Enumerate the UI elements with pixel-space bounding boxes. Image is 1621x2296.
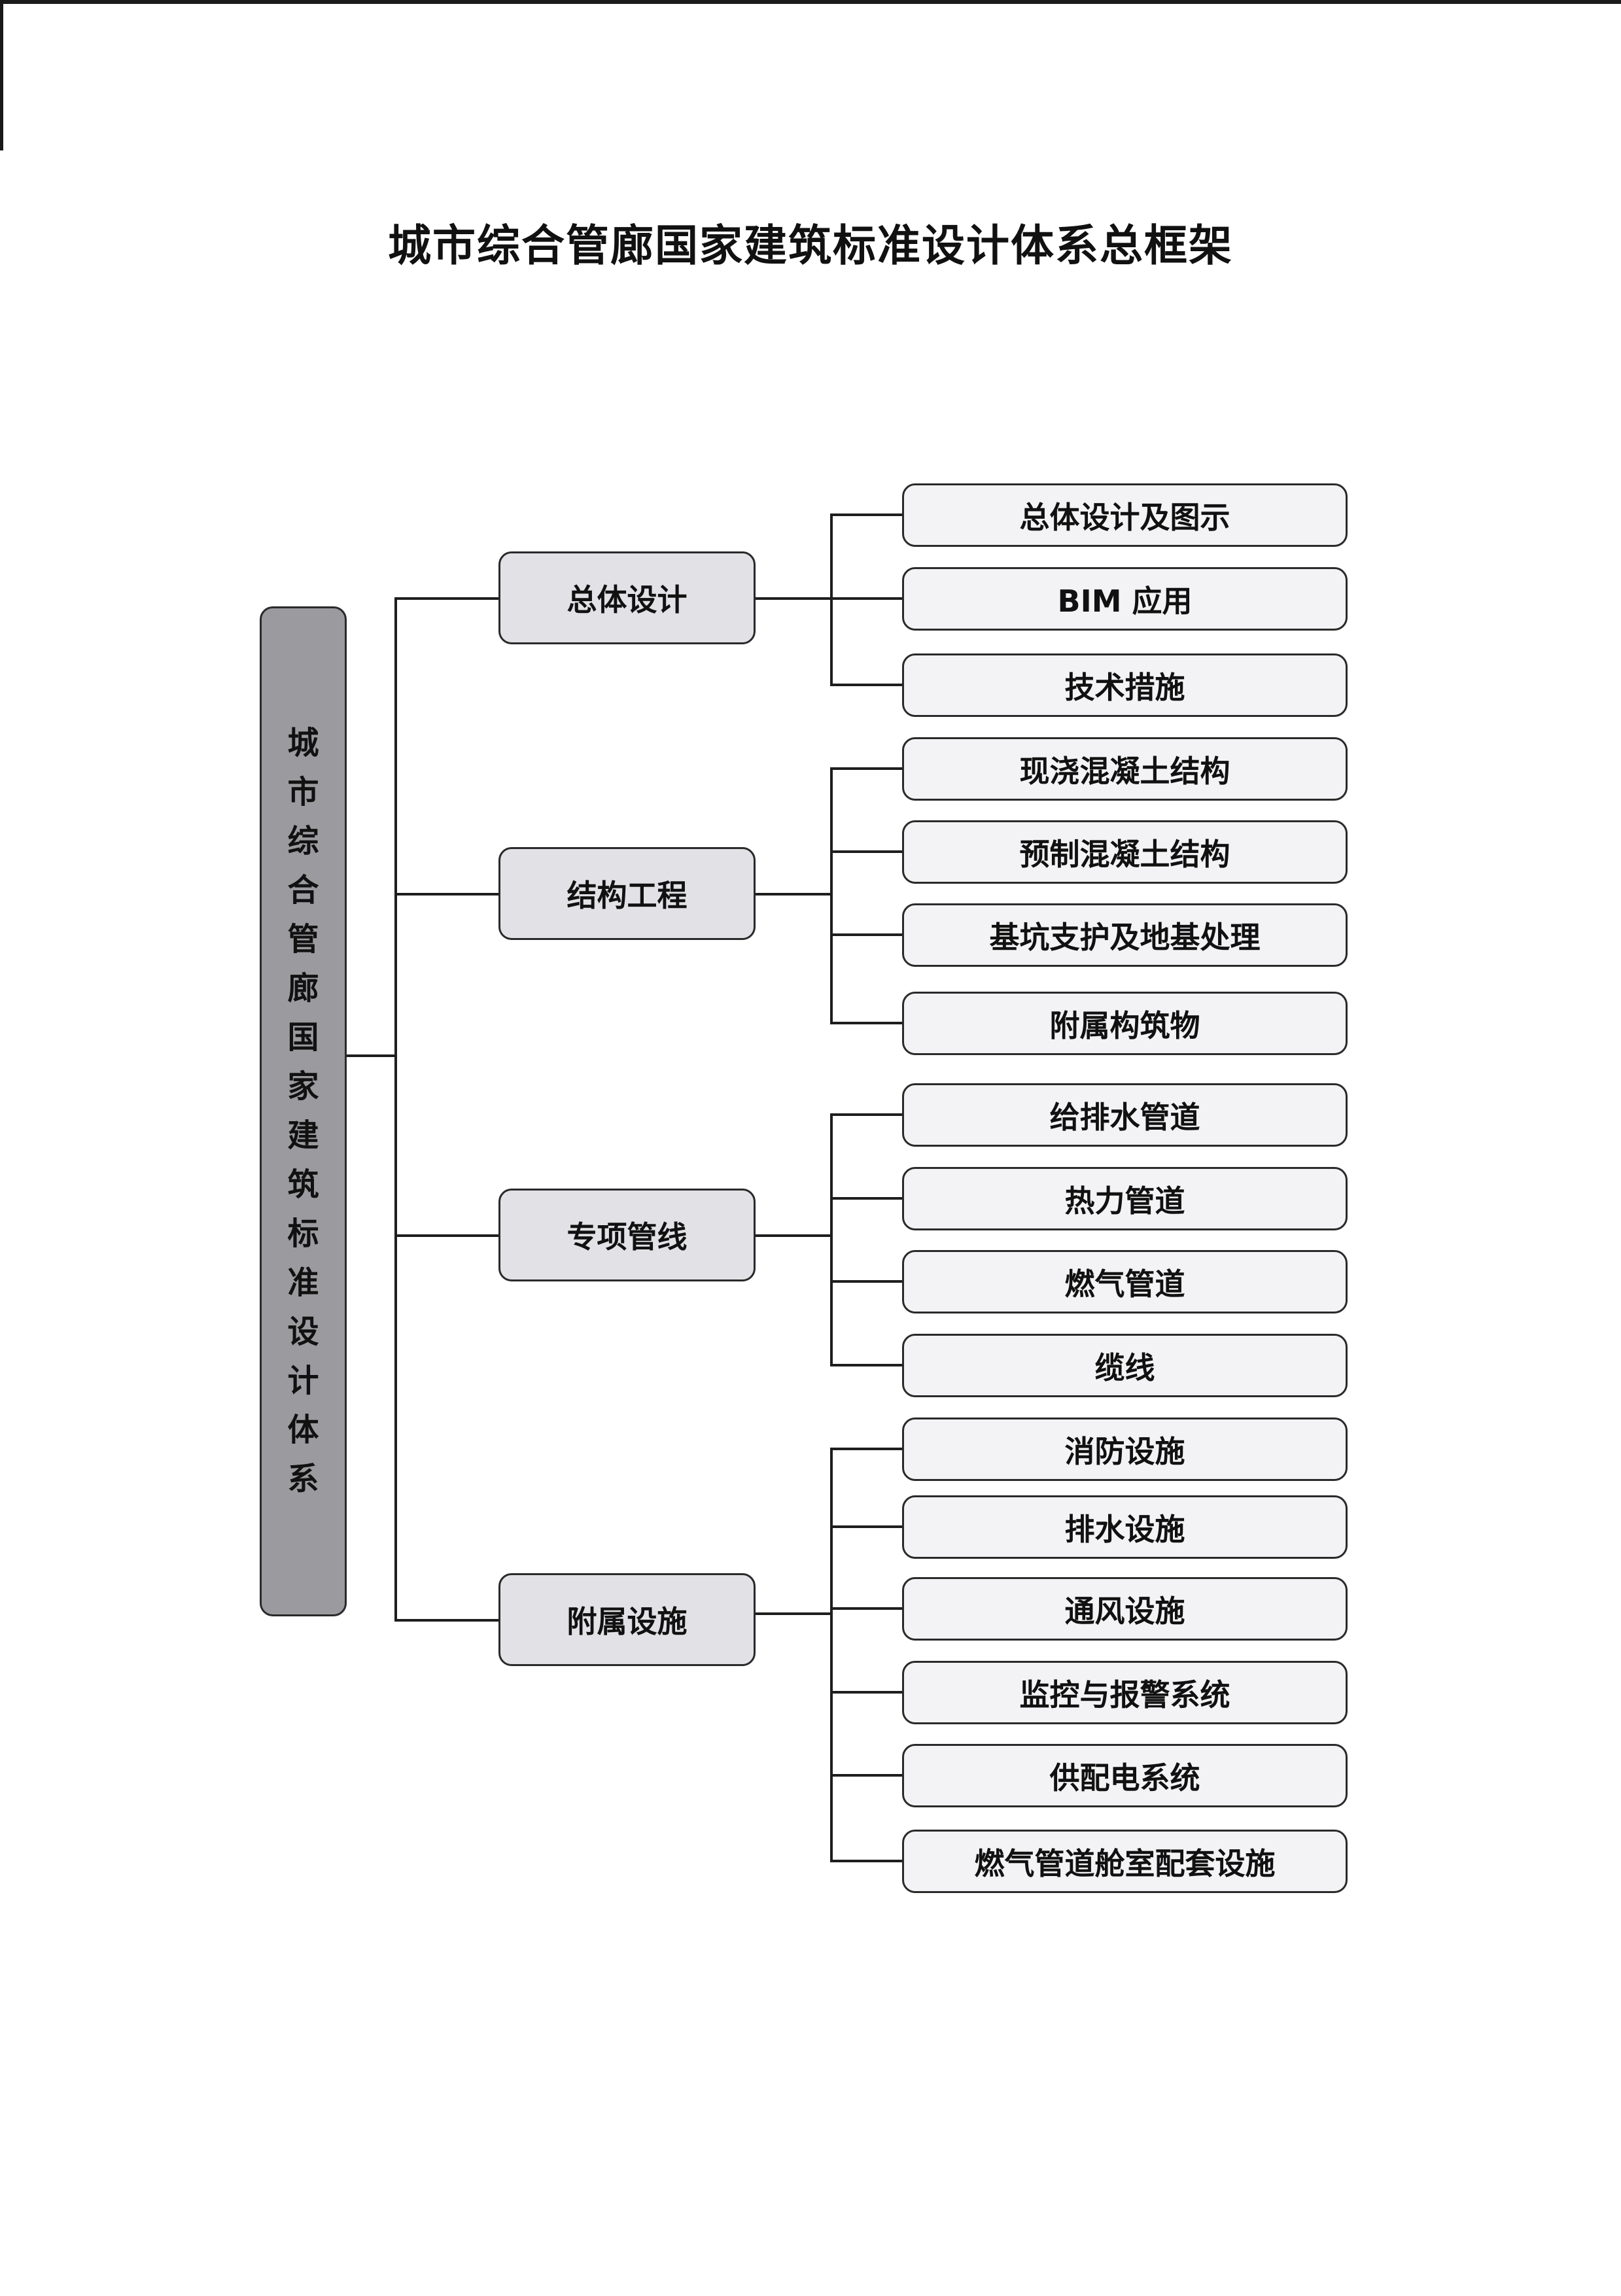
leaf-label: 燃气管道 <box>1064 1266 1185 1302</box>
root-node: 城市综合管廊国家建筑标准设计体系 <box>260 606 347 1616</box>
connector-from-category-2 <box>756 1234 833 1237</box>
leaf-node: BIM 应用 <box>902 567 1348 631</box>
category-label: 总体设计 <box>566 582 688 617</box>
connector-to-item <box>830 767 902 770</box>
leaf-node: 通风设施 <box>902 1577 1348 1641</box>
leaf-node: 现浇混凝土结构 <box>902 737 1348 801</box>
category-node-ancillary-facilities: 附属设施 <box>498 1573 756 1666</box>
connector-bracket-2 <box>830 1113 833 1365</box>
scan-edge-top <box>0 0 1621 4</box>
connector-to-item <box>830 850 902 853</box>
connector-to-item <box>830 1448 902 1450</box>
leaf-node: 热力管道 <box>902 1167 1348 1230</box>
leaf-node: 排水设施 <box>902 1495 1348 1559</box>
leaf-label: 排水设施 <box>1064 1511 1185 1547</box>
leaf-node: 缆线 <box>902 1334 1348 1397</box>
connector-to-item <box>830 1280 902 1283</box>
leaf-node: 供配电系统 <box>902 1744 1348 1807</box>
leaf-node: 基坑支护及地基处理 <box>902 903 1348 967</box>
leaf-label: 缆线 <box>1094 1349 1155 1385</box>
leaf-label: 技术措施 <box>1064 669 1185 705</box>
leaf-node: 技术措施 <box>902 653 1348 717</box>
connector-to-category-3 <box>394 1619 498 1622</box>
connector-to-item <box>830 1860 902 1862</box>
leaf-label: 现浇混凝土结构 <box>1019 753 1230 789</box>
connector-to-category-2 <box>394 1234 498 1237</box>
leaf-label: 热力管道 <box>1064 1183 1185 1219</box>
leaf-label: BIM 应用 <box>1057 583 1193 619</box>
leaf-node: 总体设计及图示 <box>902 483 1348 547</box>
category-label: 专项管线 <box>566 1219 688 1255</box>
category-label: 结构工程 <box>566 878 688 913</box>
leaf-label: 给排水管道 <box>1049 1099 1200 1135</box>
leaf-node: 燃气管道舱室配套设施 <box>902 1830 1348 1893</box>
connector-to-item <box>830 1774 902 1777</box>
leaf-label: 供配电系统 <box>1049 1760 1200 1796</box>
connector-bracket-1 <box>830 767 833 1023</box>
connector-to-item <box>830 1691 902 1694</box>
leaf-node: 燃气管道 <box>902 1250 1348 1313</box>
connector-to-item <box>830 597 902 600</box>
connector-to-item <box>830 1022 902 1024</box>
connector-trunk <box>394 597 397 1622</box>
category-node-special-pipelines: 专项管线 <box>498 1189 756 1281</box>
leaf-label: 监控与报警系统 <box>1019 1677 1230 1713</box>
leaf-node: 给排水管道 <box>902 1083 1348 1147</box>
leaf-node: 预制混凝土结构 <box>902 820 1348 884</box>
connector-from-category-0 <box>756 597 833 600</box>
leaf-node: 消防设施 <box>902 1418 1348 1481</box>
connector-from-category-3 <box>756 1612 833 1615</box>
connector-to-item <box>830 1525 902 1528</box>
leaf-label: 总体设计及图示 <box>1019 499 1230 535</box>
connector-to-item <box>830 933 902 936</box>
leaf-label: 附属构筑物 <box>1049 1007 1200 1043</box>
category-node-overall-design: 总体设计 <box>498 551 756 644</box>
page-title: 城市综合管廊国家建筑标准设计体系总框架 <box>388 220 1233 271</box>
connector-from-category-1 <box>756 893 833 896</box>
connector-to-item <box>830 684 902 686</box>
leaf-label: 消防设施 <box>1064 1433 1185 1469</box>
connector-to-item <box>830 1197 902 1200</box>
root-label: 城市综合管廊国家建筑标准设计体系 <box>287 725 319 1497</box>
connector-bracket-0 <box>830 513 833 686</box>
connector-root-stub <box>347 1054 396 1057</box>
leaf-node: 监控与报警系统 <box>902 1661 1348 1724</box>
leaf-label: 燃气管道舱室配套设施 <box>974 1845 1276 1881</box>
connector-to-item <box>830 1113 902 1116</box>
connector-to-item <box>830 1607 902 1610</box>
connector-bracket-3 <box>830 1448 833 1862</box>
connector-to-item <box>830 513 902 516</box>
leaf-node: 附属构筑物 <box>902 992 1348 1055</box>
category-node-structural-engineering: 结构工程 <box>498 847 756 940</box>
connector-to-category-0 <box>394 597 498 600</box>
leaf-label: 基坑支护及地基处理 <box>989 919 1261 955</box>
scan-edge-left <box>0 0 3 150</box>
leaf-label: 通风设施 <box>1064 1593 1185 1629</box>
leaf-label: 预制混凝土结构 <box>1019 836 1230 872</box>
connector-to-category-1 <box>394 893 498 896</box>
category-label: 附属设施 <box>566 1604 688 1639</box>
connector-to-item <box>830 1364 902 1366</box>
